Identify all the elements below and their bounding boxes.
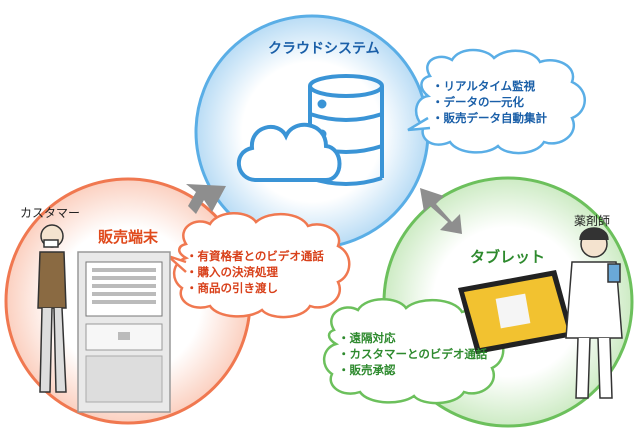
arrow-cloud-terminal xyxy=(186,184,226,214)
cloud-database-icon xyxy=(236,74,384,186)
kiosk-terminal-illustration xyxy=(77,251,171,413)
tablet-feature-item: カスタマーとのビデオ通話 xyxy=(338,346,488,362)
terminal-feature-item: 有資格者とのビデオ通話 xyxy=(186,248,324,264)
cloud-feature-item: データの一元化 xyxy=(432,94,547,110)
customer-illustration xyxy=(37,224,67,393)
customer-label: カスタマー xyxy=(20,206,81,220)
terminal-title: 販売端末 xyxy=(98,228,159,246)
cloud-system-title: クラウドシステム xyxy=(268,41,380,57)
tablet-feature-item: 遠隔対応 xyxy=(338,330,487,346)
tablet-title: タブレット xyxy=(470,248,546,266)
terminal-feature-list: 有資格者とのビデオ通話 購入の決済処理 商品の引き渡し xyxy=(186,248,324,296)
cloud-feature-list: リアルタイム監視 データの一元化 販売データ自動集計 xyxy=(432,78,548,126)
tablet-feature-item: 販売承認 xyxy=(338,362,487,378)
cloud-feature-item: リアルタイム監視 xyxy=(432,78,547,94)
cloud-feature-item: 販売データ自動集計 xyxy=(432,110,548,126)
pharmacist-label: 薬剤師 xyxy=(574,214,611,228)
terminal-feature-item: 商品の引き渡し xyxy=(186,280,324,296)
tablet-feature-list: 遠隔対応 カスタマーとのビデオ通話 販売承認 xyxy=(338,330,488,378)
terminal-feature-item: 購入の決済処理 xyxy=(186,264,324,280)
arrow-cloud-tablet xyxy=(420,188,462,234)
pharmacist-illustration xyxy=(565,227,623,399)
